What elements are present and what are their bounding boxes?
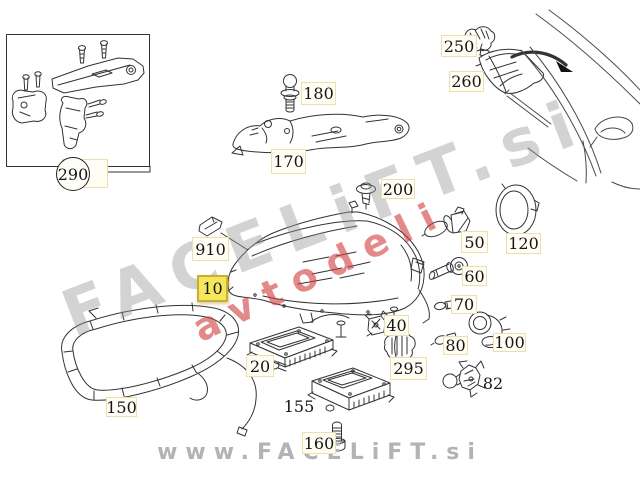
pin-180-drawing <box>281 75 299 113</box>
cowl-260-drawing <box>476 49 544 93</box>
clip-200-drawing <box>357 183 376 209</box>
part-label-150[interactable]: 150 <box>106 397 137 417</box>
part-label-70[interactable]: 70 <box>451 295 477 314</box>
grommet-295-drawing <box>384 332 415 359</box>
bracket-170-drawing <box>232 114 409 155</box>
part-label-155[interactable]: 155 <box>283 396 315 416</box>
part-label-82[interactable]: 82 <box>482 373 504 393</box>
frame-150-drawing <box>62 303 257 436</box>
part-label-910[interactable]: 910 <box>192 237 229 261</box>
part-label-260[interactable]: 260 <box>449 71 484 92</box>
bulb-50-drawing <box>422 207 470 240</box>
part-label-250[interactable]: 250 <box>441 35 477 57</box>
part-label-20[interactable]: 20 <box>246 355 274 377</box>
ballast-155-drawing <box>308 368 394 411</box>
part-label-290[interactable]: 290 <box>56 157 90 191</box>
part-label-200[interactable]: 200 <box>381 179 415 199</box>
hardware-kit-box-drawing <box>7 35 151 173</box>
bulb-60-drawing <box>428 258 467 281</box>
location-arrow <box>512 52 573 72</box>
ring-120-drawing <box>496 184 539 240</box>
bulb-70-drawing <box>434 301 455 311</box>
part-label-60[interactable]: 60 <box>462 266 487 286</box>
part-label-180[interactable]: 180 <box>301 82 336 105</box>
headlamp-10-drawing <box>227 201 429 337</box>
part-label-10-selected[interactable]: 10 <box>197 275 228 302</box>
ballast-20-drawing <box>247 327 337 371</box>
part-label-40[interactable]: 40 <box>384 315 409 336</box>
part-label-100[interactable]: 100 <box>493 333 526 352</box>
part-label-170[interactable]: 170 <box>271 149 306 174</box>
connector-910-drawing <box>199 217 248 250</box>
socket-82-drawing <box>443 361 485 397</box>
part-label-160[interactable]: 160 <box>302 432 336 454</box>
part-label-50[interactable]: 50 <box>461 231 488 253</box>
part-label-295[interactable]: 295 <box>390 357 427 380</box>
car-body-sketch <box>505 10 640 189</box>
part-label-80[interactable]: 80 <box>443 336 468 355</box>
part-label-120[interactable]: 120 <box>506 233 541 254</box>
